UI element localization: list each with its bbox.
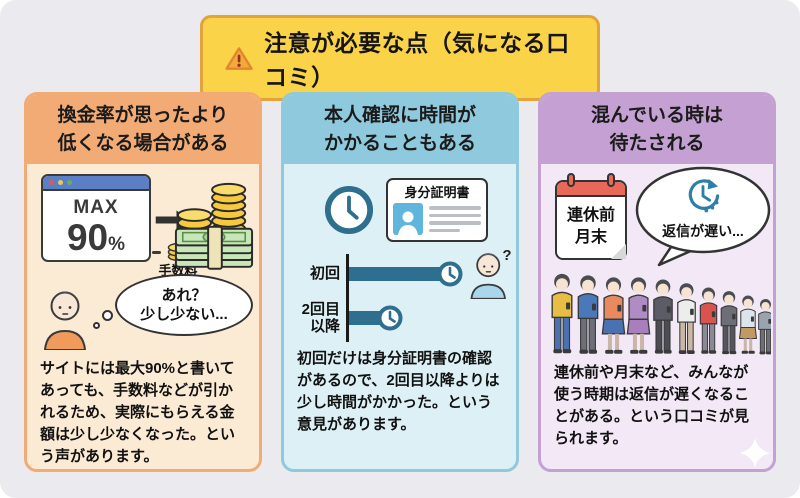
speech-bubble: 返信が遅い...: [633, 166, 773, 268]
person-icon: [577, 275, 599, 354]
calendar-ring: [567, 173, 575, 187]
clock-icon: [437, 261, 463, 287]
calendar-icon: 連休前 月末: [555, 173, 627, 260]
speech-bubble-shape: [635, 166, 771, 267]
person-icon: [626, 277, 651, 354]
card-exchange-rate-title: 換金率が思ったより 低くなる場合がある: [27, 95, 259, 164]
max-label: MAX: [73, 197, 119, 218]
coins-and-bills-graphic: [174, 182, 254, 270]
browser-dot-yellow: [58, 180, 63, 185]
card-busy-times-body: 連休前や月末など、みんなが使う時期は返信が遅くなることがある。という口コミが見ら…: [554, 364, 750, 447]
page-title: 注意が必要な点（気になる口コミ）: [264, 30, 570, 90]
thought-dot: [102, 310, 113, 321]
person-icon: [699, 287, 718, 354]
identity-illustration: 身分証明書: [324, 178, 516, 242]
browser-dot-red: [49, 180, 54, 185]
rate-value: 90%: [66, 217, 126, 258]
thought-bubble: あれ？ 少し少ない...: [115, 274, 253, 336]
card-busy-times-title: 混んでいる時は 待たされる: [541, 95, 773, 164]
chart-category-label: 初回: [309, 265, 340, 283]
calendar-text: 連休前 月末: [566, 207, 615, 246]
max-rate-browser-graphic: MAX 90%: [41, 174, 151, 262]
card-identity-check-title: 本人確認に時間が かかることもある: [284, 95, 516, 164]
browser-titlebar: [43, 176, 149, 191]
delayed-clock-icon: [688, 179, 720, 213]
card-identity-check-body: 初回だけは身分証明書の確認があるので、2回目以降よりは少し時間がかかった。という…: [297, 350, 500, 433]
columns-container: 換金率が思ったより 低くなる場合がある MAX 90%: [24, 92, 776, 472]
person-icon: [551, 273, 573, 354]
clock-icon: [324, 185, 374, 235]
speech-bubble-text: 返信が遅い...: [662, 223, 744, 239]
confused-person-icon: ?: [470, 249, 512, 299]
card-exchange-rate-body: サイトには最大90%と書いてあっても、手数料などが引かれるため、実際にもらえる金…: [40, 360, 236, 465]
chart-bar-first-time: [349, 267, 449, 281]
id-photo: [393, 203, 423, 235]
card-busy-times: 混んでいる時は 待たされる 連休前 月末: [538, 92, 776, 472]
person-icon: [601, 277, 626, 354]
person-icon: [758, 298, 771, 355]
title-banner: 注意が必要な点（気になる口コミ）: [200, 15, 600, 101]
user-reaction: あれ？ 少し少ない...: [27, 274, 259, 352]
page-fold: [611, 244, 626, 259]
id-text-lines: [429, 203, 481, 235]
clock-icon: [377, 305, 403, 331]
person-icon: [738, 295, 758, 354]
exchange-rate-illustration: MAX 90%: [27, 164, 259, 278]
worried-person-icon: [43, 291, 87, 350]
thought-dot: [93, 322, 100, 329]
wait-time-chart: 初回 2回目以降: [290, 249, 516, 342]
id-card-graphic: 身分証明書: [386, 178, 488, 242]
sparkle-icon: [740, 438, 770, 468]
chart-axis: ?: [346, 249, 516, 342]
calendar-ring: [607, 173, 615, 187]
person-silhouette-icon: [398, 211, 418, 235]
person-icon: [720, 291, 738, 355]
dash: [152, 250, 161, 254]
person-icon: [677, 283, 696, 354]
chart-category-label: 2回目以降: [301, 300, 340, 335]
browser-dot-green: [67, 180, 72, 185]
card-identity-check: 本人確認に時間が かかることもある 身分証明書: [281, 92, 519, 472]
id-card-label: 身分証明書: [404, 185, 470, 200]
person-icon: [653, 279, 673, 354]
question-mark: ?: [502, 249, 511, 264]
busy-times-illustration: 連休前 月末: [541, 164, 773, 270]
card-exchange-rate: 換金率が思ったより 低くなる場合がある MAX 90%: [24, 92, 262, 472]
warning-triangle-icon: [225, 46, 253, 70]
crowd-graphic: [547, 270, 771, 356]
